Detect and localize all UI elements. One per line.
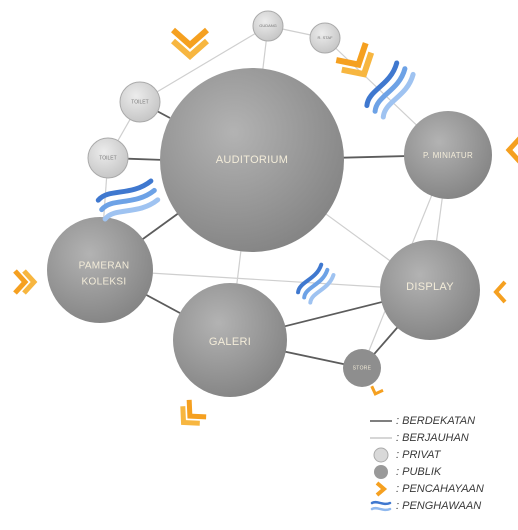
legend-label-pencahayaan: : PENCAHAYAAN xyxy=(396,482,484,495)
legend-item-berjauhan: : BERJAUHAN xyxy=(368,429,518,446)
legend-label-penghawaan: : PENGHAWAAN xyxy=(396,499,482,512)
light-arrow-right-icon xyxy=(505,136,518,164)
galeri-label: GALERI xyxy=(209,336,251,348)
light-arrow-top-right-icon xyxy=(335,42,375,78)
legend-label-privat: : PRIVAT xyxy=(396,448,441,461)
far-line-icon xyxy=(368,429,394,446)
legend-item-berdekatan: : BERDEKATAN xyxy=(368,412,518,429)
near-line-icon xyxy=(368,412,394,429)
light-arrow-top-left-icon xyxy=(171,27,209,61)
display-label: DISPLAY xyxy=(406,281,454,293)
air-flow-top-right-icon xyxy=(364,60,416,120)
store-circle xyxy=(343,349,381,387)
top-small-2-circle xyxy=(309,22,341,54)
private-circle-icon xyxy=(368,446,394,463)
legend-item-publik: : PUBLIK xyxy=(368,463,518,480)
koleksi-label: KOLEKSI xyxy=(82,277,127,288)
legend-label-berjauhan: : BERJAUHAN xyxy=(396,431,469,444)
p-miniatur-circle xyxy=(404,111,492,199)
light-arrow-left-icon xyxy=(13,269,38,295)
air-flow-center-icon xyxy=(296,262,336,305)
legend-item-privat: : PRIVAT xyxy=(368,446,518,463)
light-arrow-store-icon xyxy=(370,385,384,396)
toilet-1-circle xyxy=(119,81,161,123)
top-small-2-label: R. STAF xyxy=(317,35,333,40)
light-arrow-bottom-left-icon xyxy=(180,399,207,426)
store-label: STORE xyxy=(353,365,372,371)
air-flow-icon xyxy=(368,497,394,514)
p-miniatur-label: P. MINIATUR xyxy=(423,151,473,160)
legend-label-berdekatan: : BERDEKATAN xyxy=(396,414,476,427)
public-circle-icon xyxy=(368,463,394,480)
auditorium-label: AUDITORIUM xyxy=(216,154,288,166)
pameran-koleksi-circle xyxy=(47,217,153,323)
pameran-label: PAMERAN xyxy=(79,261,130,272)
light-arrow-icon xyxy=(368,480,394,497)
display-circle xyxy=(380,240,480,340)
light-arrow-display-icon xyxy=(493,280,507,304)
top-small-1-circle xyxy=(252,10,284,42)
toilet-1-label: TOILET xyxy=(131,99,148,105)
top-small-1-label: GUDANG xyxy=(259,23,277,28)
toilet-2-label: TOILET xyxy=(99,155,116,161)
air-flow-left-icon xyxy=(95,178,161,222)
auditorium-circle xyxy=(160,68,344,252)
legend: : BERDEKATAN : BERJAUHAN : PRIVAT : PUBL… xyxy=(368,412,518,514)
toilet-2-circle xyxy=(87,137,129,179)
legend-label-publik: : PUBLIK xyxy=(396,465,442,478)
legend-item-penghawaan: : PENGHAWAAN xyxy=(368,497,518,514)
legend-item-pencahayaan: : PENCAHAYAAN xyxy=(368,480,518,497)
galeri-circle xyxy=(173,283,287,397)
